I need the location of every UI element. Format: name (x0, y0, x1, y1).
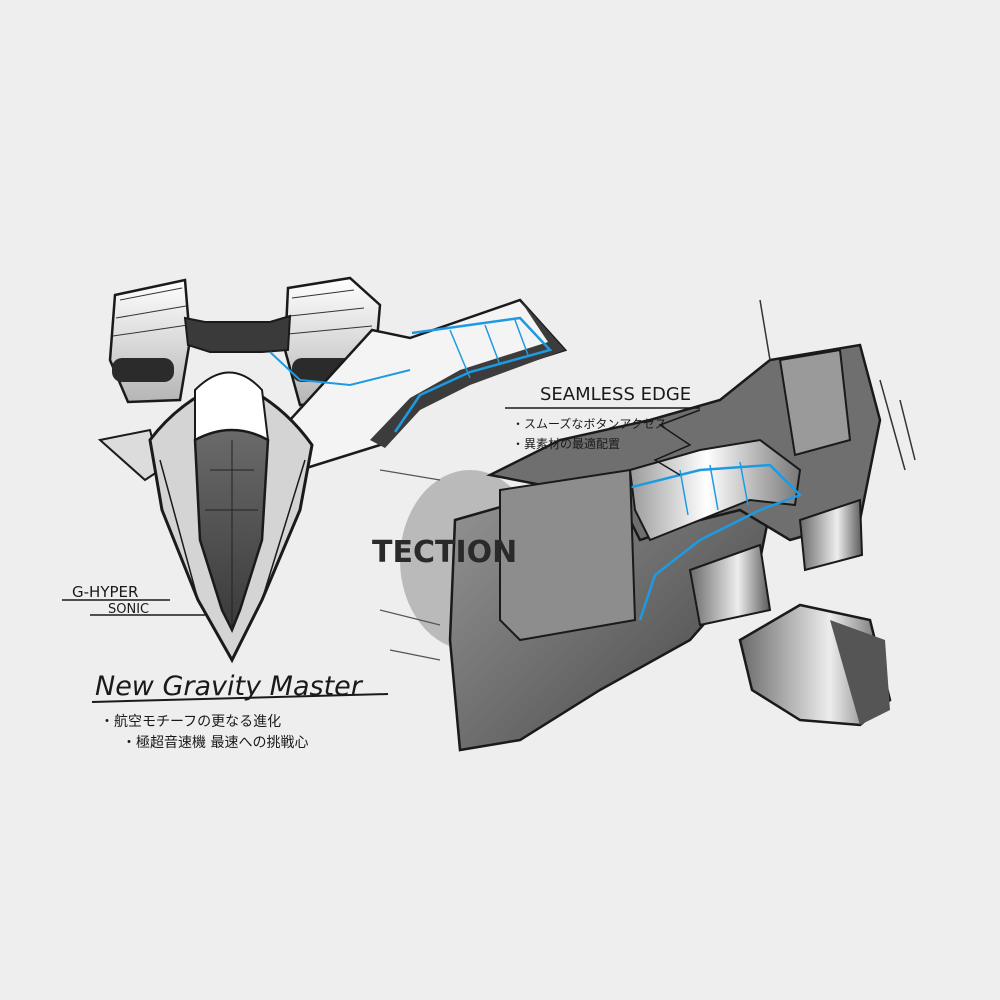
note-2: ・極超音速機 最速への挑戦心 (122, 734, 308, 751)
g-hyper-sonic-label: G-HYPER SONIC (62, 583, 205, 617)
canopy (194, 371, 270, 441)
note-1: ・航空モチーフの更なる進化 (100, 714, 281, 730)
sonic-text: SONIC (108, 602, 149, 617)
callout-leader (653, 409, 701, 476)
edge-note-2: ・異素材の最適配置 (512, 436, 620, 451)
title-block: New Gravity Master ・航空モチーフの更なる進化 ・極超音速機 … (91, 671, 389, 751)
g-hyper-text: G-HYPER (72, 583, 138, 601)
title-underline (91, 693, 389, 703)
aircraft-module-sketch (97, 276, 568, 664)
left-lug (108, 278, 192, 404)
seamless-edge-callout: SEAMLESS EDGE ・スムーズなボタンアクセス ・異素材の最適配置 (505, 384, 701, 476)
wing-accent-line (393, 316, 553, 433)
left-intake (112, 358, 174, 382)
strap-end (830, 620, 890, 725)
case-link-3 (688, 543, 772, 627)
bridge (183, 314, 292, 353)
seamless-edge-text: SEAMLESS EDGE (540, 384, 691, 405)
case-engraving-text: TECTION (372, 535, 517, 570)
engraving-panel (499, 468, 637, 642)
case-link-2 (798, 498, 864, 572)
case-link-1 (778, 348, 852, 457)
edge-accent-line (619, 463, 803, 621)
edge-note-1: ・スムーズなボタンアクセス (512, 416, 667, 431)
